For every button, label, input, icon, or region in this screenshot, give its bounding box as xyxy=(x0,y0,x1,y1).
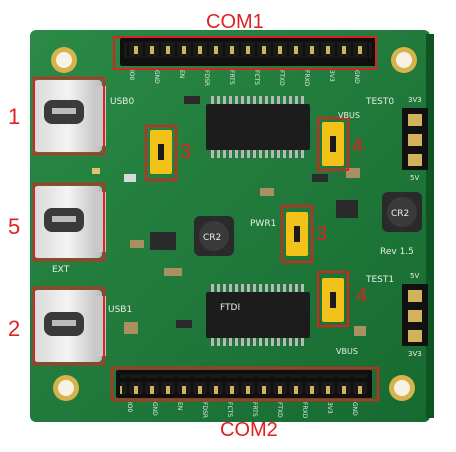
silk-test1: TEST1 xyxy=(365,275,394,285)
silk-pwr1: PWR1 xyxy=(250,219,276,229)
pin-label: FDSR xyxy=(203,70,210,86)
pin-label: IO0 xyxy=(126,402,133,412)
annotation-boxes xyxy=(33,36,379,401)
pin-label: 3V3 xyxy=(328,70,335,82)
silk-ind-mid: CR2 xyxy=(203,233,221,243)
pin-label: GND xyxy=(351,402,358,416)
chip-bottom xyxy=(206,284,310,346)
test0-header xyxy=(402,108,428,170)
chip-top xyxy=(206,96,310,158)
pin-label: GND xyxy=(153,70,160,84)
pin-label: GND xyxy=(151,402,158,416)
label-com1: COM1 xyxy=(206,11,264,33)
silk-usb1: USB1 xyxy=(108,305,132,315)
pin-label: FDSR xyxy=(201,402,208,418)
pin-label: FTXD xyxy=(278,70,285,86)
chip-brand-label: FTDI xyxy=(220,303,240,313)
pin-label: FRTS xyxy=(228,70,235,85)
pin-labels-bottom: IO0 GND EN FDSR FCTS FRTS FTXD FRXD 3V3 GND xyxy=(126,402,358,419)
ext-connector xyxy=(34,186,106,258)
silk-3v3-bottom: 3V3 xyxy=(408,350,422,358)
jumper-top-left xyxy=(150,130,172,174)
jumper-top-right xyxy=(322,122,344,166)
pin-label: IO0 xyxy=(128,70,135,80)
pin-label: FRXD xyxy=(303,70,310,87)
pin-labels-top: IO0 GND EN FDSR FRTS FCTS FTXD FRXD 3V3 GND xyxy=(128,70,360,87)
pin-label: FTXD xyxy=(276,402,283,418)
label-port-5: 5 xyxy=(8,214,20,239)
silk-ext: EXT xyxy=(52,265,70,275)
label-port-1: 1 xyxy=(8,104,20,129)
test1-header xyxy=(402,284,428,346)
silk-vbus-top: VBUS xyxy=(338,111,360,120)
pin-label: 3V3 xyxy=(326,402,333,414)
small-components xyxy=(92,96,366,336)
pin-label: FCTS xyxy=(226,402,233,417)
silk-vbus-bottom: VBUS xyxy=(336,347,358,356)
silk-rev: Rev 1.5 xyxy=(380,247,414,257)
label-port-2: 2 xyxy=(8,316,20,341)
com2-header xyxy=(116,370,372,398)
silk-5v-top: 5V xyxy=(410,174,419,182)
silk-5v-bottom: 5V xyxy=(410,272,419,280)
pin-label: EN xyxy=(178,70,185,78)
jumper-mid xyxy=(286,212,308,256)
silk-3v3-top: 3V3 xyxy=(408,96,422,104)
label-com2: COM2 xyxy=(220,419,278,441)
label-jumper-4-top: 4 xyxy=(352,135,363,157)
com1-header xyxy=(120,38,376,66)
mounting-holes xyxy=(51,47,417,401)
usb1-connector xyxy=(34,290,106,362)
jumper-bottom-right xyxy=(322,278,344,322)
inductor-mid xyxy=(194,216,234,256)
pcb-side-edge xyxy=(426,34,434,418)
silk-test0: TEST0 xyxy=(365,97,394,107)
pin-label: FRTS xyxy=(251,402,258,417)
usb0-connector xyxy=(34,80,106,152)
label-jumper-3-mid: 3 xyxy=(316,223,327,245)
pin-label: FRXD xyxy=(301,402,308,419)
label-jumper-3-top: 3 xyxy=(180,141,191,163)
pin-label: GND xyxy=(353,70,360,84)
inductor-right xyxy=(382,192,422,232)
pin-label: EN xyxy=(176,402,183,410)
silk-ind-right: CR2 xyxy=(391,209,409,219)
silk-usb0: USB0 xyxy=(110,97,134,107)
pin-label: FCTS xyxy=(253,70,260,85)
label-jumper-4-bottom: 4 xyxy=(356,285,367,307)
